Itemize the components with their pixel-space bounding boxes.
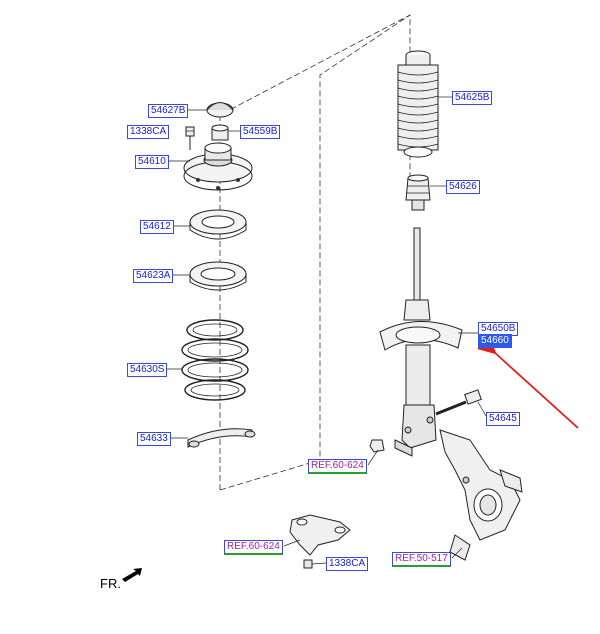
callout-54610[interactable]: 54610 [135, 155, 169, 169]
callout-54660[interactable]: 54660 [478, 334, 512, 348]
callout-54612[interactable]: 54612 [140, 220, 174, 234]
callout-54623A[interactable]: 54623A [133, 269, 174, 283]
dust-boot-part [397, 50, 439, 158]
coil-spring-part [181, 319, 249, 401]
callout-54625B[interactable]: 54625B [452, 91, 493, 105]
callout-1338CA-bottom[interactable]: 1338CA [326, 557, 369, 571]
callout-54627B[interactable]: 54627B [148, 104, 189, 118]
steering-knuckle-part [439, 429, 523, 561]
lower-spring-pad-part [187, 428, 256, 448]
strut-assembly-part [379, 227, 463, 457]
callout-54630S[interactable]: 54630S [127, 363, 168, 377]
ref-60-624-upper[interactable]: REF.60-624 [308, 459, 367, 474]
strut-bearing-part [189, 209, 247, 240]
pointer-arrow [477, 335, 579, 429]
ref-50-517[interactable]: REF.50-517 [392, 552, 451, 567]
upper-spring-pad-part [189, 261, 247, 291]
flange-bolt-part [185, 126, 195, 150]
callout-1338CA-top[interactable]: 1338CA [127, 125, 170, 139]
strut-mount-part [183, 142, 253, 191]
assembly-outline-dashed [219, 14, 411, 491]
dust-cap-part [206, 102, 234, 118]
stabilizer-link-nut-part [369, 439, 385, 453]
leader-lines [165, 96, 487, 565]
callout-54633[interactable]: 54633 [137, 432, 171, 446]
forward-direction-icon [122, 568, 142, 582]
lower-arm-bracket-part [289, 514, 351, 569]
callout-54645[interactable]: 54645 [486, 412, 520, 426]
ref-60-624-lower[interactable]: REF.60-624 [224, 540, 283, 555]
knuckle-bolt-part [435, 389, 482, 416]
callout-54626[interactable]: 54626 [446, 180, 480, 194]
bump-stopper-part [405, 174, 431, 211]
forward-direction-label: FR. [100, 576, 121, 591]
callout-54559B[interactable]: 54559B [240, 125, 281, 139]
lock-nut-part [211, 124, 229, 141]
